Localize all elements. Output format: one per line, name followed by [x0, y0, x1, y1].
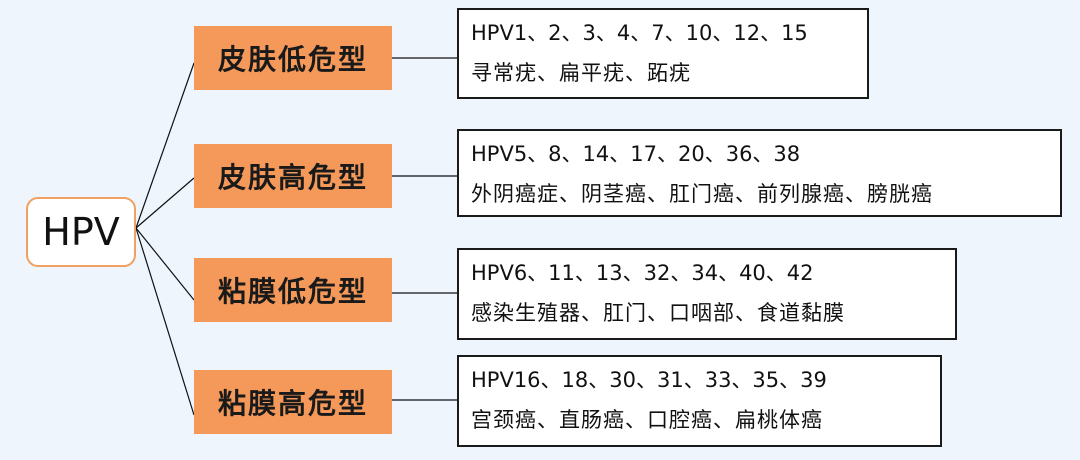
- category-skin-high-risk: 皮肤高危型: [194, 144, 392, 208]
- connector-root-cat-4: [135, 227, 195, 416]
- category-mucosal-low-risk: 粘膜低危型: [194, 258, 392, 322]
- root-label: HPV: [42, 210, 120, 254]
- category-label: 粘膜高危型: [217, 387, 368, 420]
- hpv-types: HPV16、18、30、31、33、35、39: [471, 368, 827, 392]
- category-label: 皮肤低危型: [217, 43, 368, 76]
- root-node-hpv: HPV: [26, 197, 136, 267]
- connector-root-cat-1: [135, 62, 195, 229]
- hpv-types: HPV1、2、3、4、7、10、12、15: [471, 21, 808, 45]
- category-label: 粘膜低危型: [217, 275, 368, 308]
- info-box-mucosal-high-risk: HPV16、18、30、31、33、35、39 宫颈癌、直肠癌、口腔癌、扁桃体癌: [457, 355, 942, 447]
- connector-root-cat-2: [135, 177, 195, 229]
- hpv-types: HPV6、11、13、32、34、40、42: [471, 261, 814, 285]
- connector-root-cat-3: [135, 227, 195, 301]
- disease-sites: 寻常疣、扁平疣、跖疣: [471, 61, 691, 85]
- category-label: 皮肤高危型: [217, 161, 368, 194]
- disease-sites: 外阴癌症、阴茎癌、肛门癌、前列腺癌、膀胱癌: [471, 182, 933, 206]
- category-mucosal-high-risk: 粘膜高危型: [194, 370, 392, 434]
- hpv-types: HPV5、8、14、17、20、36、38: [471, 142, 801, 166]
- disease-sites: 感染生殖器、肛门、口咽部、食道黏膜: [471, 301, 845, 325]
- info-box-skin-high-risk: HPV5、8、14、17、20、36、38 外阴癌症、阴茎癌、肛门癌、前列腺癌、…: [457, 129, 1062, 217]
- disease-sites: 宫颈癌、直肠癌、口腔癌、扁桃体癌: [471, 408, 823, 432]
- info-box-skin-low-risk: HPV1、2、3、4、7、10、12、15 寻常疣、扁平疣、跖疣: [457, 8, 869, 99]
- info-box-mucosal-low-risk: HPV6、11、13、32、34、40、42 感染生殖器、肛门、口咽部、食道黏膜: [457, 248, 957, 340]
- category-skin-low-risk: 皮肤低危型: [194, 26, 392, 90]
